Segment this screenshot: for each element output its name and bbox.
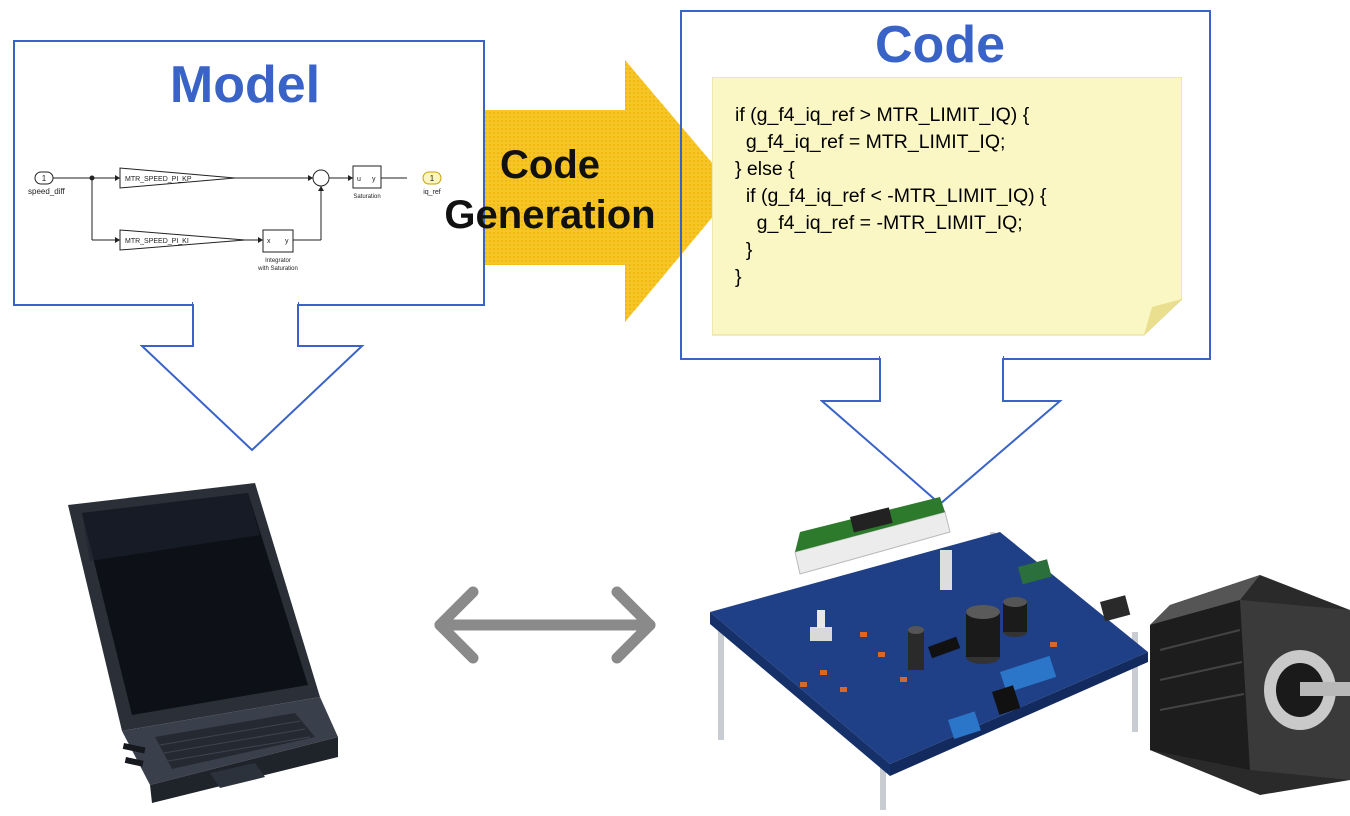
code-generation-line1: Code [500,143,600,187]
code-note [712,77,1182,336]
board-image [710,497,1148,810]
code-line: if (g_f4_iq_ref < -MTR_LIMIT_IQ) { [735,185,1047,207]
laptop-image [68,483,338,803]
model-to-laptop-arrow [140,302,365,452]
sum-block [312,169,330,187]
code-line: g_f4_iq_ref = MTR_LIMIT_IQ; [735,131,1006,153]
model-box [13,40,485,306]
outport-block [422,171,442,185]
kp-gain-label: MTR_SPEED_PI_KP [125,176,192,183]
integrator-label-1: Integrator [265,258,291,264]
code-title: Code [875,16,1005,74]
outport-number: 1 [430,174,435,183]
ki-gain-label: MTR_SPEED_PI_KI [125,238,189,245]
integrator-label-2: with Saturation [257,266,298,272]
integrator-block [262,229,294,253]
code-listing: if (g_f4_iq_ref > MTR_LIMIT_IQ) { g_f4_i… [735,102,1175,291]
outport-label: iq_ref [423,189,441,196]
code-line: if (g_f4_iq_ref > MTR_LIMIT_IQ) { [735,104,1030,126]
inport-label: speed_diff [28,187,66,196]
code-line: } else { [735,158,795,180]
code-generation-line2: Generation [444,193,656,237]
code-to-board-arrow [820,356,1063,506]
inport-number: 1 [42,174,47,183]
saturation-label: Saturation [353,194,380,200]
code-line: } [735,239,753,261]
saturation-output-label: y [372,176,376,183]
integrator-output-label: y [285,238,289,245]
code-generation-arrow [405,60,735,322]
saturation-input-label: u [357,176,361,183]
code-line: g_f4_iq_ref = -MTR_LIMIT_IQ; [735,212,1023,234]
bidirectional-link-arrow [434,586,656,664]
simulink-diagram: 1 speed_diff MTR_SPEED_PI_KP MTR_SPEED_P… [28,165,442,272]
code-generation-label: Code Generation [405,140,695,240]
saturation-block [352,165,382,189]
code-line: } [735,266,742,288]
model-title: Model [169,56,321,114]
motor-image [1150,575,1350,795]
integrator-input-label: x [267,238,271,245]
